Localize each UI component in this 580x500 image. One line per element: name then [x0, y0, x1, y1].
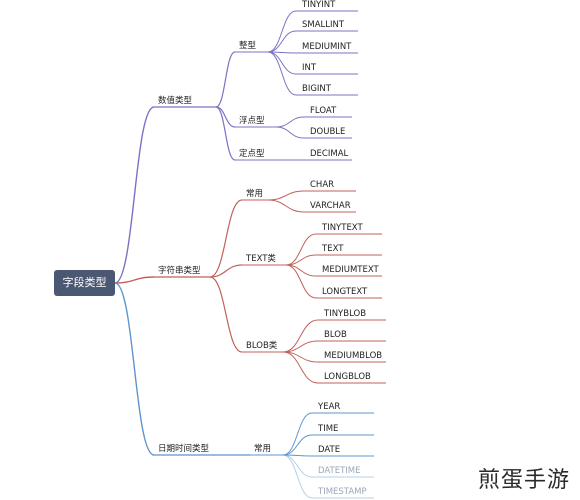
type-item[interactable]: MEDIUMBLOB: [324, 351, 383, 361]
group-node[interactable]: 定点型: [239, 149, 265, 159]
type-item[interactable]: BIGINT: [302, 84, 331, 94]
group-to-item-connector: [282, 454, 313, 499]
type-item[interactable]: MEDIUMINT: [302, 42, 352, 52]
watermark: 煎蛋手游: [477, 462, 570, 494]
group-to-item-connector: [282, 454, 313, 457]
type-item[interactable]: SMALLINT: [302, 20, 345, 30]
type-item[interactable]: BLOB: [324, 330, 347, 340]
category-to-group-connector: [215, 106, 236, 161]
group-node[interactable]: 常用: [246, 189, 264, 199]
group-to-item-connector: [285, 264, 317, 299]
root-node[interactable]: 字段类型: [54, 270, 115, 296]
type-item[interactable]: TINYTEXT: [322, 223, 363, 233]
root-to-category-connector: [114, 106, 155, 284]
group-to-item-connector: [285, 254, 317, 266]
group-to-item-connector: [267, 51, 297, 96]
group-to-item-connector: [267, 190, 305, 201]
group-to-item-connector: [267, 10, 297, 53]
group-to-item-connector: [282, 434, 313, 456]
type-item[interactable]: FLOAT: [310, 106, 337, 116]
type-item[interactable]: LONGTEXT: [322, 287, 368, 297]
type-item[interactable]: VARCHAR: [310, 201, 351, 211]
group-to-item-connector: [282, 319, 319, 353]
group-node[interactable]: BLOB类: [246, 341, 278, 351]
group-node[interactable]: 浮点型: [239, 116, 265, 126]
root-to-category-connector: [114, 282, 155, 456]
type-item[interactable]: TIMESTAMP: [318, 487, 367, 497]
type-item[interactable]: TIME: [318, 424, 339, 434]
type-item[interactable]: DATETIME: [318, 466, 361, 476]
group-to-item-connector: [275, 126, 305, 139]
type-item[interactable]: MEDIUMTEXT: [322, 265, 379, 275]
type-item[interactable]: INT: [302, 63, 317, 73]
group-node[interactable]: 常用: [254, 444, 272, 454]
group-to-item-connector: [282, 454, 313, 478]
type-item[interactable]: DECIMAL: [310, 149, 349, 159]
group-to-item-connector: [282, 340, 319, 353]
group-to-item-connector: [282, 351, 319, 384]
category-to-group-connector: [209, 276, 243, 353]
category-to-group-connector: [215, 106, 236, 128]
type-item[interactable]: TEXT: [322, 244, 344, 254]
group-to-item-connector: [267, 199, 305, 213]
type-item[interactable]: LONGBLOB: [324, 372, 371, 382]
group-node[interactable]: 整型: [239, 41, 257, 51]
category-to-group-connector: [209, 199, 243, 278]
group-node[interactable]: TEXT类: [246, 254, 276, 264]
group-to-item-connector: [267, 51, 297, 75]
category-to-group-connector: [215, 51, 236, 108]
category-node[interactable]: 数值类型: [158, 96, 193, 106]
group-to-item-connector: [285, 233, 317, 266]
root-to-category-connector: [114, 276, 155, 284]
group-to-item-connector: [282, 412, 313, 456]
category-node[interactable]: 字符串类型: [158, 266, 201, 276]
type-item[interactable]: TINYINT: [302, 0, 336, 10]
group-to-item-connector: [275, 116, 305, 128]
type-item[interactable]: CHAR: [310, 180, 335, 190]
type-item[interactable]: YEAR: [318, 402, 341, 412]
type-item[interactable]: DATE: [318, 445, 341, 455]
category-node[interactable]: 日期时间类型: [158, 444, 210, 454]
category-to-group-connector: [209, 264, 243, 278]
type-item[interactable]: DOUBLE: [310, 127, 346, 137]
group-to-item-connector: [267, 30, 297, 53]
type-item[interactable]: TINYBLOB: [324, 309, 367, 319]
